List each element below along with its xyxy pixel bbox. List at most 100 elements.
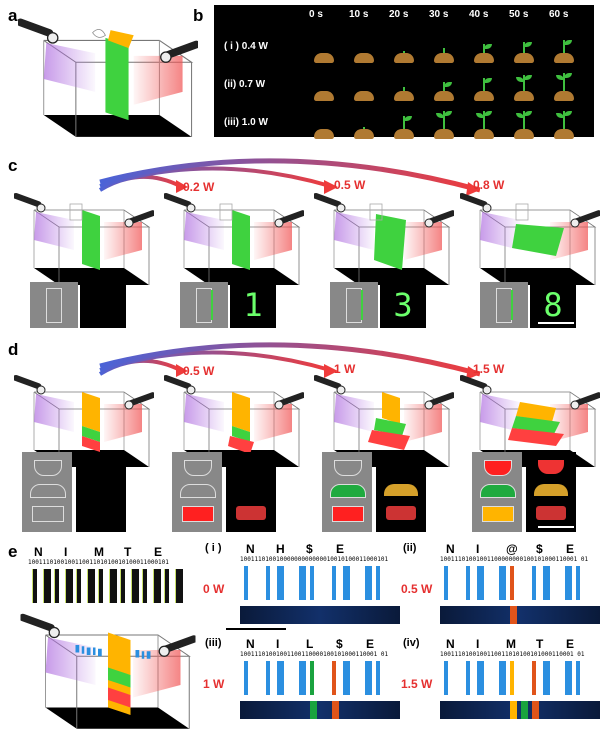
- sprout-stem: [403, 87, 405, 91]
- sprout-leaf: [436, 113, 444, 118]
- flower-photo: [226, 452, 276, 532]
- soil-mound: [514, 129, 534, 139]
- sub-power-ii: 0.5 W: [401, 582, 433, 596]
- barcode-bar: [365, 661, 372, 695]
- barcode-bar: [266, 566, 270, 600]
- barcode-bar: [65, 569, 73, 603]
- digit-display: 1: [230, 282, 276, 328]
- pot-glow: [386, 506, 416, 520]
- sprout-stem: [483, 78, 485, 91]
- soil-mound: [474, 91, 494, 101]
- leaves-glow: [534, 484, 568, 496]
- barcode-letter: I: [64, 545, 68, 559]
- digit-value: 1: [243, 286, 263, 324]
- barcode-bar: [532, 566, 536, 600]
- barcode-bar: [164, 569, 169, 603]
- sprout-leaf: [524, 111, 532, 116]
- lit-segment: [211, 290, 213, 320]
- leaves: [30, 484, 66, 498]
- soil-mound: [514, 91, 534, 101]
- segment-mask: [330, 282, 378, 328]
- scale-bar: [538, 526, 574, 528]
- soil-mound: [434, 129, 454, 139]
- sprout-leaf: [556, 113, 564, 118]
- barcode-letter: E: [566, 542, 575, 556]
- strip-glow: [310, 701, 317, 719]
- barcode-bar: [332, 661, 336, 695]
- barcode-bar: [98, 569, 103, 603]
- segment-outline: [496, 288, 512, 323]
- barcode-letter: N: [446, 637, 455, 651]
- sprout-leaf: [484, 44, 492, 49]
- time-label: 20 s: [389, 9, 409, 20]
- panel-d-arrows: [98, 342, 480, 380]
- barcode-bar: [376, 566, 380, 600]
- panel-a-diagram: [18, 14, 198, 144]
- barcode-letter: M: [506, 637, 516, 651]
- panel-c-arrows: [98, 158, 480, 196]
- barcode-bits: 100111010010011001101010010100011000101: [28, 559, 169, 566]
- barcode-bar: [277, 661, 284, 695]
- sprout-leaf: [524, 75, 532, 80]
- panel-label-d: d: [8, 340, 19, 359]
- flower-photo: [376, 452, 426, 532]
- barcode-bar: [142, 569, 147, 603]
- segment-outline: [46, 288, 62, 323]
- box-d2: [314, 372, 454, 472]
- sub-tag-iii: (iii): [205, 637, 222, 649]
- sub-power-iii: 1 W: [203, 677, 225, 691]
- sprout-stem: [523, 75, 525, 91]
- barcode-letter: N: [246, 637, 255, 651]
- sprout-stem: [523, 111, 525, 129]
- barcode-bar: [543, 566, 550, 600]
- barcode-bar: [343, 661, 350, 695]
- sprout-leaf: [444, 111, 452, 116]
- barcode-bar: [365, 566, 372, 600]
- barcode-bar: [43, 569, 51, 603]
- barcode-photo-strip: [240, 701, 400, 719]
- sprout-stem: [403, 51, 405, 53]
- pot: [332, 506, 364, 522]
- barcode-letter: N: [34, 545, 43, 559]
- strip-glow: [521, 701, 528, 719]
- barcode-letter: L: [306, 637, 314, 651]
- barcode-bar: [109, 569, 117, 603]
- barcode-bar: [565, 661, 572, 695]
- power-c2: 0.5 W: [334, 178, 366, 192]
- lit-segment: [361, 290, 363, 320]
- barcode-bar: [131, 569, 139, 603]
- barcode-bar: [565, 566, 572, 600]
- pot: [482, 506, 514, 522]
- barcode-bar: [576, 566, 580, 600]
- digit-value: 3: [393, 286, 413, 324]
- box-c3: [460, 190, 600, 290]
- soil-mound: [354, 91, 374, 101]
- barcode-bits: 1001110100100110011010100101000110001 01: [440, 651, 585, 658]
- soil-mound: [314, 129, 334, 139]
- barcode-bar: [175, 569, 183, 603]
- power-d3: 1.5 W: [473, 362, 505, 376]
- yellow-leaf: [108, 30, 134, 49]
- barcode-bar: [499, 566, 506, 600]
- top-glow: [538, 460, 564, 474]
- segment-mask: [30, 282, 78, 328]
- flower-photo: [76, 452, 126, 532]
- power-d2: 1 W: [334, 362, 356, 376]
- power-c1: 0.2 W: [183, 180, 215, 194]
- flower-top: [484, 460, 512, 476]
- sub-tag-iv: (iv): [403, 637, 420, 649]
- soil-mound: [394, 53, 414, 63]
- soil-mound: [554, 91, 574, 101]
- row-label: (iii) 1.0 W: [224, 117, 268, 128]
- soil-mound: [394, 129, 414, 139]
- barcode-bits: 1001110100100000000000001001010001100010…: [240, 556, 389, 563]
- barcode-letter: $: [536, 542, 543, 556]
- barcode-bar: [32, 569, 37, 603]
- barcode-photo-strip: [440, 701, 600, 719]
- sprout-leaf: [564, 111, 572, 116]
- strip-glow: [510, 606, 517, 624]
- barcode-bar: [87, 569, 95, 603]
- sprout-leaf: [524, 42, 532, 47]
- lit-segment: [511, 290, 513, 320]
